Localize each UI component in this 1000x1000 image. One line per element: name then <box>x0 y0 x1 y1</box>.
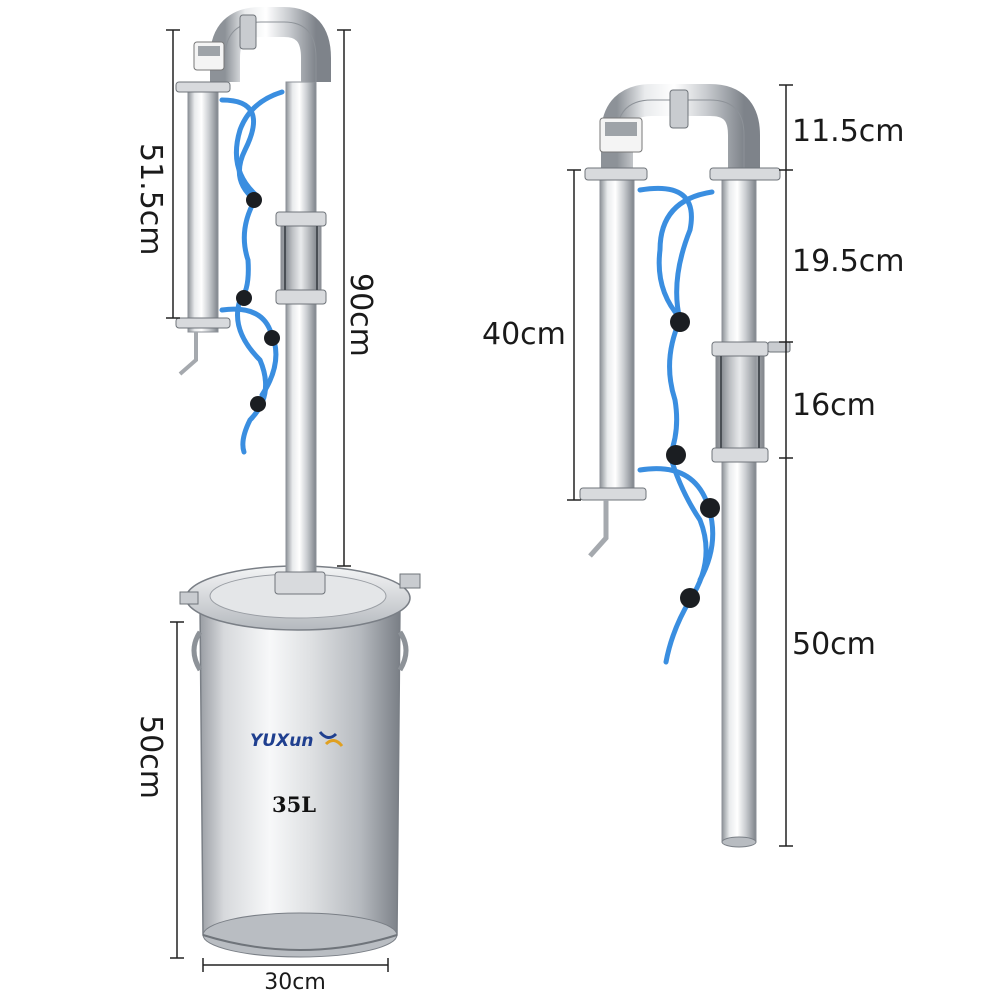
top-bend-pipe <box>210 6 331 82</box>
valve-icon <box>700 498 720 518</box>
brand-logo-icon <box>318 731 344 747</box>
valve-icon <box>680 588 700 608</box>
lid-clamp-right <box>399 573 421 589</box>
dim-column-height: 90cm <box>343 273 378 357</box>
boiler-pot <box>179 565 421 958</box>
pot-handle-left <box>191 630 203 672</box>
hose-valves <box>666 312 720 608</box>
output-spout <box>588 500 609 558</box>
dim-lower-column: 50cm <box>792 627 876 662</box>
column-base-clamp <box>274 571 326 595</box>
dim-upper-column: 19.5cm <box>792 244 905 279</box>
dim-condenser: 40cm <box>482 317 566 352</box>
valve-icon <box>264 330 280 346</box>
cooling-hoses <box>219 89 285 455</box>
cooling-hoses <box>637 185 716 665</box>
digital-thermometer <box>599 117 643 153</box>
brand-name: YUXun <box>250 731 314 751</box>
left-distiller <box>166 6 421 972</box>
dim-sight-glass: 16cm <box>792 388 876 423</box>
sight-glass-section <box>715 355 765 449</box>
sight-glass <box>280 225 322 291</box>
pot-handle-right <box>397 630 409 672</box>
reflux-condenser <box>599 169 635 501</box>
capacity-label: 35L <box>272 792 316 817</box>
digital-thermometer <box>193 41 225 71</box>
valve-icon <box>666 445 686 465</box>
valve-icon <box>670 312 690 332</box>
right-dimension-lines <box>567 84 793 847</box>
left-dimension-lines <box>166 29 389 972</box>
valve-icon <box>246 192 262 208</box>
dim-pot-height: 50cm <box>133 715 168 799</box>
output-spout <box>178 332 198 376</box>
right-column-assembly <box>567 84 793 848</box>
column-tube <box>721 169 757 843</box>
hose-valves <box>236 192 280 412</box>
reflux-condenser <box>187 81 219 333</box>
dim-condenser-height: 51.5cm <box>133 143 168 256</box>
lid-clamp-left <box>179 591 199 605</box>
valve-icon <box>250 396 266 412</box>
dim-pot-width: 30cm <box>264 970 326 995</box>
main-column <box>285 81 317 593</box>
dim-top-bend: 11.5cm <box>792 114 905 149</box>
valve-icon <box>236 290 252 306</box>
